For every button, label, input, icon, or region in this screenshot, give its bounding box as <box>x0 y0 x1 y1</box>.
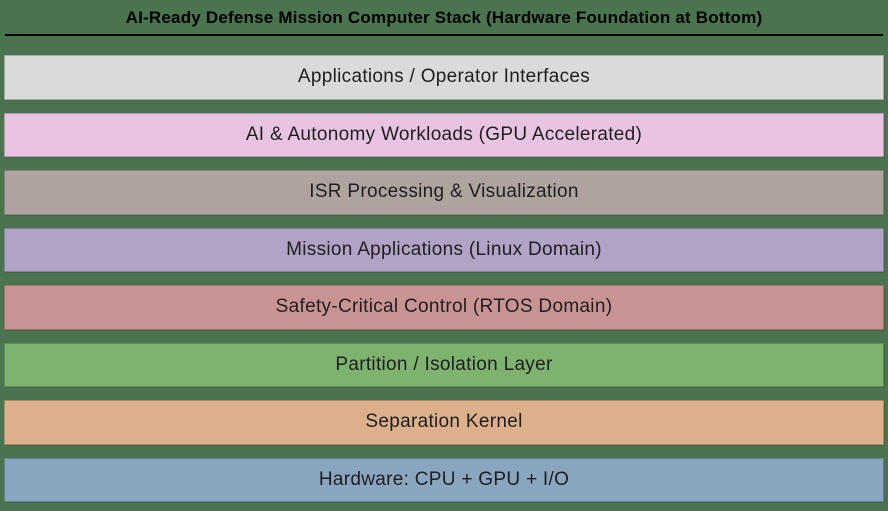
title-divider <box>5 34 883 36</box>
stack-layer-label: Applications / Operator Interfaces <box>297 66 591 88</box>
stack-layer-label: ISR Processing & Visualization <box>309 181 579 203</box>
stack-layer-label: Partition / Isolation Layer <box>335 353 553 375</box>
stack-layer-7: Separation Kernel <box>4 400 884 445</box>
stack-layer-label: Mission Applications (Linux Domain) <box>286 238 602 260</box>
page-title: AI-Ready Defense Mission Computer Stack … <box>125 8 763 27</box>
stack-layer-6: Partition / Isolation Layer <box>4 342 884 387</box>
stack-layer-label: Separation Kernel <box>365 411 523 433</box>
stack-layer-2: AI & Autonomy Workloads (GPU Accelerated… <box>4 112 884 157</box>
stack-layer-label: Safety-Critical Control (RTOS Domain) <box>275 296 613 318</box>
stack-layer-4: Mission Applications (Linux Domain) <box>4 227 884 272</box>
stack-layer-label: AI & Autonomy Workloads (GPU Accelerated… <box>245 123 643 145</box>
layer-stack: Applications / Operator Interfaces AI & A… <box>4 55 884 502</box>
stack-layer-5: Safety-Critical Control (RTOS Domain) <box>4 285 884 330</box>
stack-layer-8: Hardware: CPU + GPU + I/O <box>4 457 884 502</box>
stack-layer-3: ISR Processing & Visualization <box>4 170 884 215</box>
stack-layer-label: Hardware: CPU + GPU + I/O <box>318 468 570 490</box>
stack-layer-1: Applications / Operator Interfaces <box>4 55 884 100</box>
